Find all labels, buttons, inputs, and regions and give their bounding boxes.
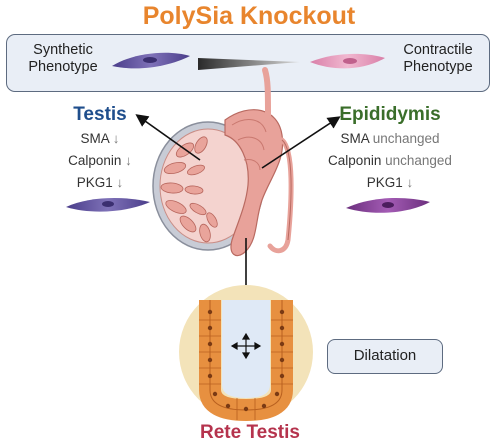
epididymis-marker-list: SMA unchanged Calponin unchanged PKG1 ↓ — [320, 128, 460, 194]
figure-title: PolySia Knockout — [142, 2, 356, 30]
epididymis-marker-pkg1: PKG1 ↓ — [366, 175, 414, 190]
dilation-cross-arrows — [230, 332, 262, 360]
testis-marker-sma: SMA ↓ — [80, 131, 120, 146]
testis-marker-list: SMA ↓ Calponin ↓ PKG1 ↓ — [45, 128, 155, 194]
synthetic-cell-nucleus — [143, 57, 157, 63]
contractile-phenotype-label: Contractile Phenotype — [403, 42, 473, 75]
epididymis-marker-calponin: Calponin unchanged — [328, 153, 452, 168]
synthetic-phenotype-label: Synthetic Phenotype — [28, 42, 98, 75]
testis-cell-nucleus — [102, 201, 114, 207]
rete-testis-illustration — [179, 285, 313, 421]
gradient-wedge — [198, 58, 300, 70]
testis-organ-illustration — [152, 67, 294, 257]
rete-testis-title: Rete Testis — [200, 422, 300, 443]
testis-title: Testis — [73, 104, 127, 125]
contractile-cell-nucleus — [343, 58, 357, 64]
testis-marker-pkg1: PKG1 ↓ — [76, 175, 124, 190]
arrow-to-testis — [135, 114, 201, 161]
epididymis-marker-sma: SMA unchanged — [340, 131, 440, 146]
dilatation-label: Dilatation — [327, 339, 443, 374]
testis-marker-calponin: Calponin ↓ — [68, 153, 132, 168]
epididymis-title: Epididymis — [339, 104, 441, 125]
epididymis-cell-nucleus — [382, 202, 394, 208]
arrow-to-epididymis — [261, 116, 341, 169]
